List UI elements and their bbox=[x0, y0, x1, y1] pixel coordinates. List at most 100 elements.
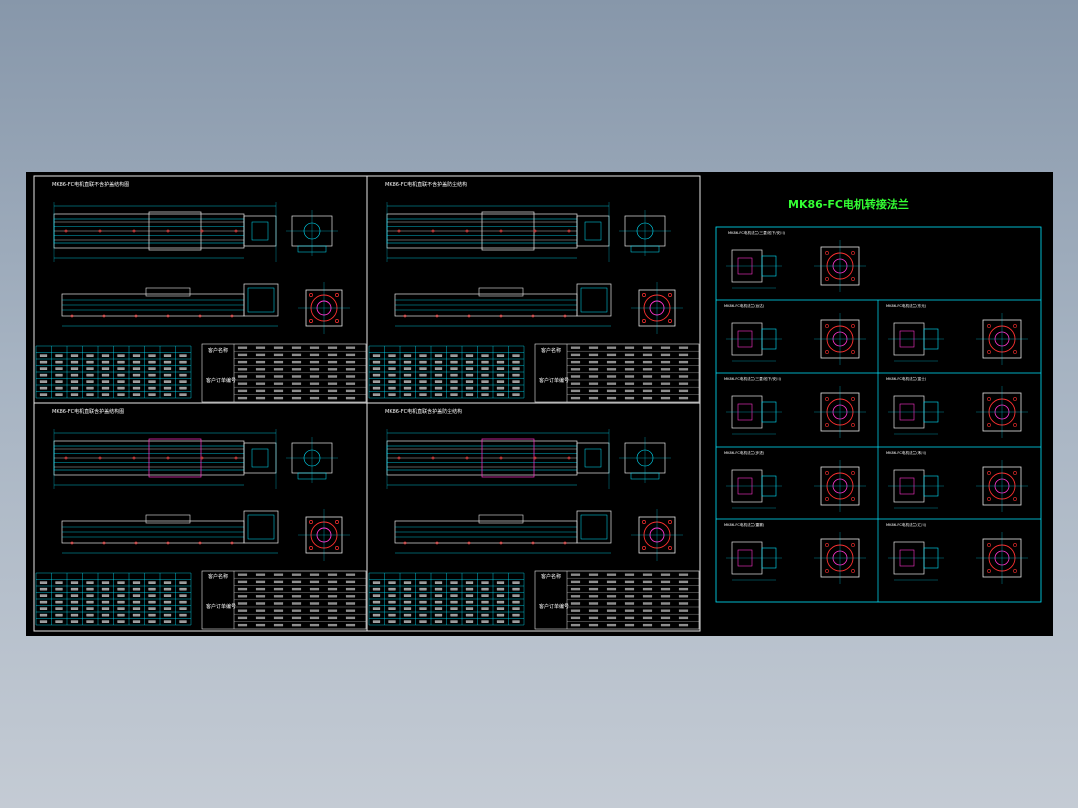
spec-table-cell-text bbox=[403, 373, 412, 377]
title-block-text bbox=[642, 623, 653, 627]
spec-table-cell-text bbox=[132, 620, 141, 624]
title-block-text bbox=[255, 609, 266, 612]
flange-bolt-hole bbox=[1013, 324, 1017, 328]
spec-table-cell-text bbox=[132, 581, 141, 585]
spec-table-cell-text bbox=[132, 607, 141, 611]
flange-bolt-hole bbox=[851, 350, 855, 354]
spec-table-cell-text bbox=[117, 380, 125, 384]
spec-table-cell-text bbox=[434, 600, 443, 604]
spec-table-cell-text bbox=[372, 607, 381, 611]
title-block-text bbox=[345, 396, 356, 400]
flange-bolt-hole bbox=[825, 543, 829, 547]
flange-bolt-hole bbox=[668, 293, 672, 297]
title-block-text bbox=[345, 382, 356, 385]
spec-table-cell-text bbox=[450, 360, 458, 364]
flange-bolt-hole bbox=[309, 520, 313, 524]
title-block-text bbox=[291, 587, 302, 591]
spec-table-cell-text bbox=[434, 581, 443, 585]
mount-hole bbox=[499, 229, 503, 233]
spec-table-cell-text bbox=[163, 613, 172, 617]
spec-table-cell-text bbox=[179, 354, 187, 358]
coupling bbox=[737, 403, 753, 421]
motor-body-front bbox=[243, 283, 279, 317]
spec-table-cell-text bbox=[388, 600, 396, 604]
title-block-text bbox=[660, 368, 671, 371]
spec-table-cell-text bbox=[372, 373, 381, 377]
title-block-text bbox=[291, 375, 302, 378]
spec-table-cell-text bbox=[403, 380, 412, 384]
title-block-text bbox=[237, 389, 248, 393]
spec-table-cell-text bbox=[148, 380, 156, 384]
coupling bbox=[737, 257, 753, 275]
flange-bolt-hole bbox=[825, 350, 829, 354]
title-block-text bbox=[327, 573, 338, 576]
spec-table-cell-text bbox=[419, 360, 427, 364]
title-block-text bbox=[291, 616, 302, 620]
title-block-text bbox=[345, 609, 356, 612]
carriage bbox=[145, 287, 191, 297]
mount-hole bbox=[102, 541, 106, 545]
spec-table-cell-text bbox=[163, 607, 172, 611]
mount-hole bbox=[132, 229, 136, 233]
spec-table-cell-text bbox=[450, 581, 458, 585]
mount-hole bbox=[234, 456, 238, 460]
spec-table-cell-text bbox=[496, 594, 505, 598]
spec-table-cell-text bbox=[465, 386, 474, 390]
title-block-text bbox=[291, 360, 302, 364]
title-block-text bbox=[624, 609, 635, 612]
title-block-text bbox=[291, 580, 302, 584]
spec-table-cell-text bbox=[70, 373, 79, 377]
sheet-title-4: MK86-FC电机直联含护盖防尘结构 bbox=[385, 408, 462, 415]
title-block-text bbox=[678, 587, 689, 591]
spec-table-cell-text bbox=[434, 607, 443, 611]
title-block-text bbox=[327, 368, 338, 371]
cad-drawing-canvas[interactable]: MK86-FC电机直联不含护盖结构图 MK86-FC电机直联不含护盖防尘结构 M… bbox=[26, 172, 1053, 636]
title-block-text bbox=[588, 587, 599, 591]
flange-bolt-hole bbox=[642, 319, 646, 323]
flange-bolt-hole bbox=[987, 324, 991, 328]
title-block-text bbox=[570, 580, 581, 584]
title-block-text bbox=[291, 623, 302, 627]
title-block-text bbox=[255, 396, 266, 400]
spec-table-cell-text bbox=[101, 607, 110, 611]
flange-bolt-hole bbox=[825, 324, 829, 328]
spec-table-cell-text bbox=[465, 581, 474, 585]
spec-table-cell-text bbox=[101, 600, 110, 604]
flange-bolt-hole bbox=[1013, 423, 1017, 427]
spec-table-cell-text bbox=[148, 581, 156, 585]
title-block-text bbox=[570, 346, 581, 349]
title-block-text bbox=[606, 573, 617, 576]
spec-table-cell-text bbox=[101, 354, 110, 358]
motor-body-front bbox=[576, 510, 612, 544]
spec-table-cell-text bbox=[117, 393, 125, 397]
sheet-1-drawing bbox=[35, 202, 367, 403]
title-block-text bbox=[588, 609, 599, 612]
title-block-text bbox=[588, 573, 599, 576]
motor-plate bbox=[251, 221, 269, 241]
title-block-text bbox=[327, 375, 338, 378]
flange-bolt-hole bbox=[851, 569, 855, 573]
motor-body-top bbox=[576, 442, 610, 474]
title-block-text bbox=[660, 595, 671, 598]
mount-hole bbox=[134, 541, 138, 545]
flange-bolt-hole bbox=[309, 319, 313, 323]
spec-table-cell-text bbox=[179, 380, 187, 384]
flange-bolt-hole bbox=[987, 471, 991, 475]
spec-table-cell-text bbox=[163, 367, 172, 371]
spec-table-cell-text bbox=[450, 386, 458, 390]
mount-hole bbox=[403, 541, 407, 545]
flange-bolt-hole bbox=[825, 471, 829, 475]
title-block-text bbox=[255, 623, 266, 627]
title-block-text bbox=[237, 360, 248, 364]
flange-bolt-hole bbox=[851, 251, 855, 255]
flange-bolt-hole bbox=[825, 251, 829, 255]
spec-table-cell-text bbox=[496, 360, 505, 364]
spec-table-cell-text bbox=[403, 367, 412, 371]
title-block-text bbox=[309, 375, 320, 378]
flange-bolt-hole bbox=[825, 397, 829, 401]
title-block-text bbox=[309, 587, 320, 591]
mount-hole bbox=[465, 229, 469, 233]
title-block-text bbox=[570, 587, 581, 591]
sheet-title-3: MK86-FC电机直联含护盖结构图 bbox=[52, 408, 124, 415]
spec-table-cell-text bbox=[148, 360, 156, 364]
